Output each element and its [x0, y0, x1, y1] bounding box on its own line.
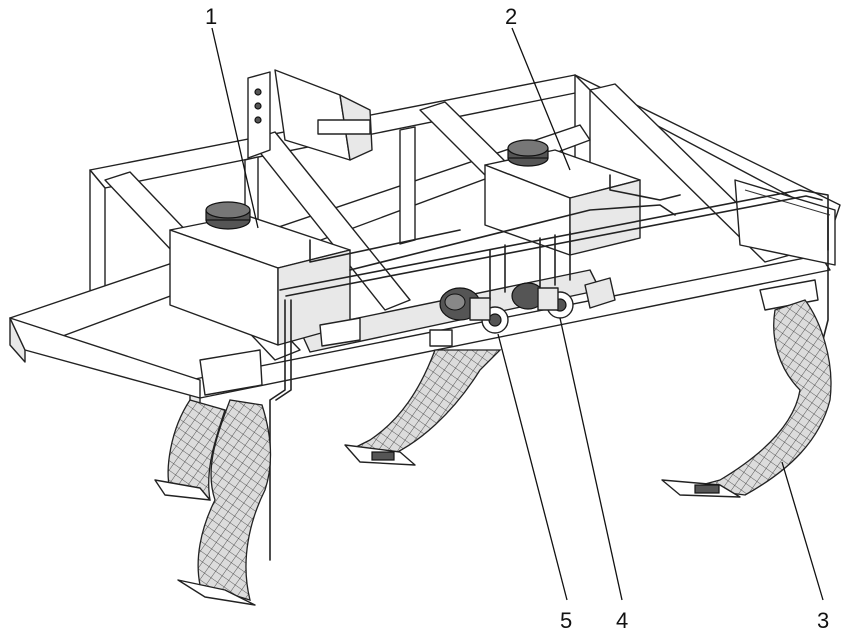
hitch-plate — [248, 70, 372, 160]
callout-4: 4 — [616, 608, 628, 633]
main-frame — [10, 75, 840, 415]
tank-2 — [485, 140, 640, 255]
callout-1: 1 — [205, 4, 217, 29]
callout-3: 3 — [817, 608, 829, 633]
shank-middle — [345, 350, 500, 465]
callout-5: 5 — [560, 608, 572, 633]
shank-right — [662, 300, 831, 497]
callout-2: 2 — [505, 4, 517, 29]
